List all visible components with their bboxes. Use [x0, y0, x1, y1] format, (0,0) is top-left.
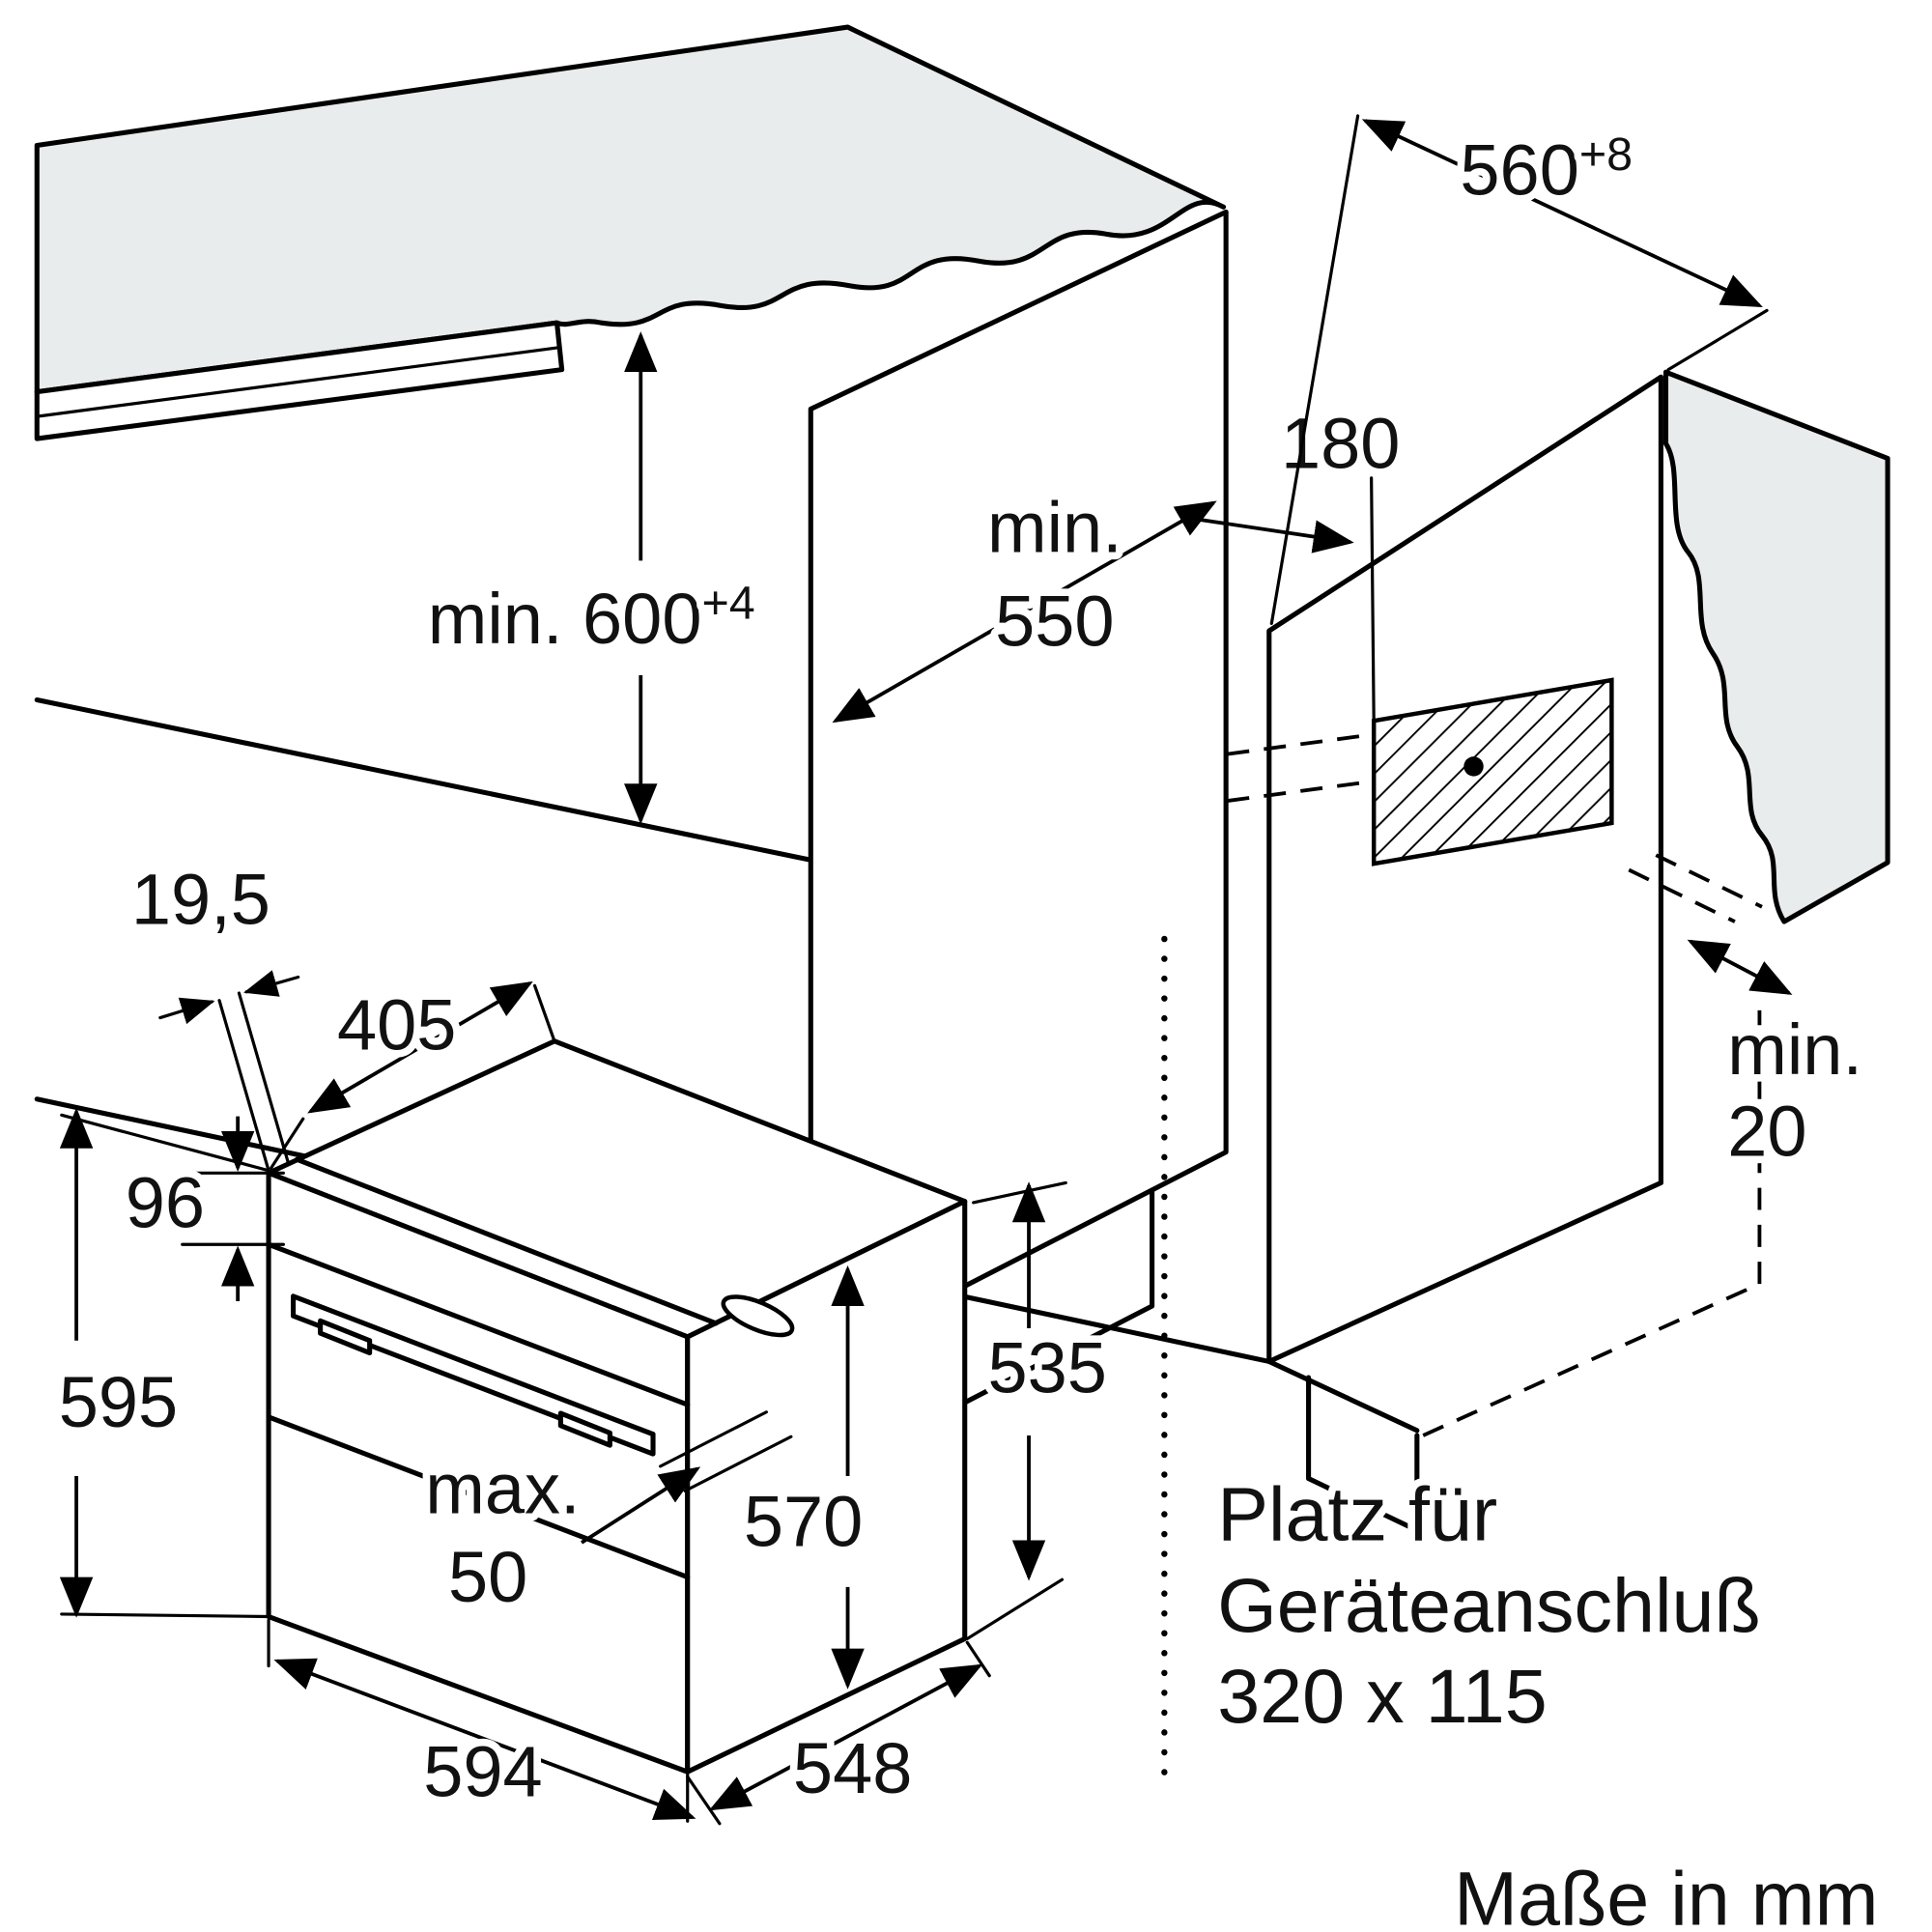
handle-bracket-left [318, 1318, 373, 1356]
dim-total-height: 595 [51, 1107, 270, 1619]
dim-body-height: 535 [965, 1180, 1115, 1641]
flange-line-b [237, 991, 291, 1165]
note-units-text: Maße in mm [1454, 1855, 1878, 1932]
dim-niche-width: 560+8 [1269, 114, 1769, 626]
label-niche-width: 560+8 [1460, 128, 1633, 211]
label-rear-gap-2: 20 [1727, 1091, 1806, 1171]
note-connection-line1: Platz für [1217, 1470, 1497, 1556]
dim-body-depth: 548 [686, 1640, 991, 1826]
flange-line-a [217, 999, 270, 1173]
label-niche-depth-1: min. [987, 487, 1122, 567]
label-top-depth: 405 [337, 985, 456, 1065]
oven-top-frame-line [294, 1156, 719, 1326]
niche [1266, 369, 1890, 1533]
side-grip-slot [721, 1294, 795, 1338]
note-units: Maße in mm [1446, 1848, 1886, 1932]
dim-panel-height: 96 [118, 1116, 285, 1301]
niche-side-wall [1266, 374, 1663, 1364]
handle-bracket-right [557, 1410, 612, 1448]
label-body-height: 535 [987, 1327, 1106, 1407]
dim-niche-height: min. 600+4 [420, 331, 762, 825]
control-panel-line [266, 1241, 691, 1407]
note-connection: Platz für Geräteanschluß 320 x 115 [1210, 1463, 1769, 1747]
note-connection-line3: 320 x 115 [1217, 1653, 1547, 1739]
connection-hatch [1371, 677, 1614, 867]
label-body-width: 594 [423, 1732, 542, 1812]
dim-flange-depth: 19,5 [124, 852, 300, 1025]
dim-niche-depth: min. 550 [832, 480, 1217, 724]
torn-wall [1662, 369, 1890, 924]
label-niche-depth-2: 550 [995, 581, 1114, 661]
niche-floor-edge [1266, 1358, 1420, 1434]
dim-body-width: 594 [267, 1618, 696, 1823]
oven [217, 991, 968, 1775]
oven-side-face [685, 1199, 968, 1775]
connection-point [1463, 756, 1484, 777]
note-connection-line2: Geräteanschluß [1217, 1562, 1761, 1648]
label-body-depth: 548 [793, 1728, 912, 1808]
hidden-edges [1161, 732, 1763, 1788]
dim-rear-gap: min. 20 [1687, 939, 1870, 1179]
label-door-height: 570 [744, 1482, 863, 1562]
niche-plinth [1306, 1375, 1420, 1533]
label-total-height: 595 [59, 1362, 178, 1442]
countertop-surface [34, 24, 1227, 395]
dim-handle-depth: max. 50 [418, 1410, 793, 1625]
door-top-line [266, 1414, 691, 1580]
label-flange-depth: 19,5 [131, 860, 270, 940]
label-handle-depth-1: max. [425, 1448, 580, 1528]
label-rear-gap-1: min. [1727, 1009, 1862, 1090]
connection-offset-line [1370, 476, 1376, 723]
label-handle-depth-2: 50 [448, 1537, 527, 1617]
label-panel-height: 96 [126, 1162, 205, 1242]
dim-top-depth: 405 [270, 978, 556, 1170]
countertop [34, 24, 1227, 441]
cabinet-side-panel [808, 209, 1229, 1368]
label-niche-height: min. 600+4 [428, 577, 755, 659]
